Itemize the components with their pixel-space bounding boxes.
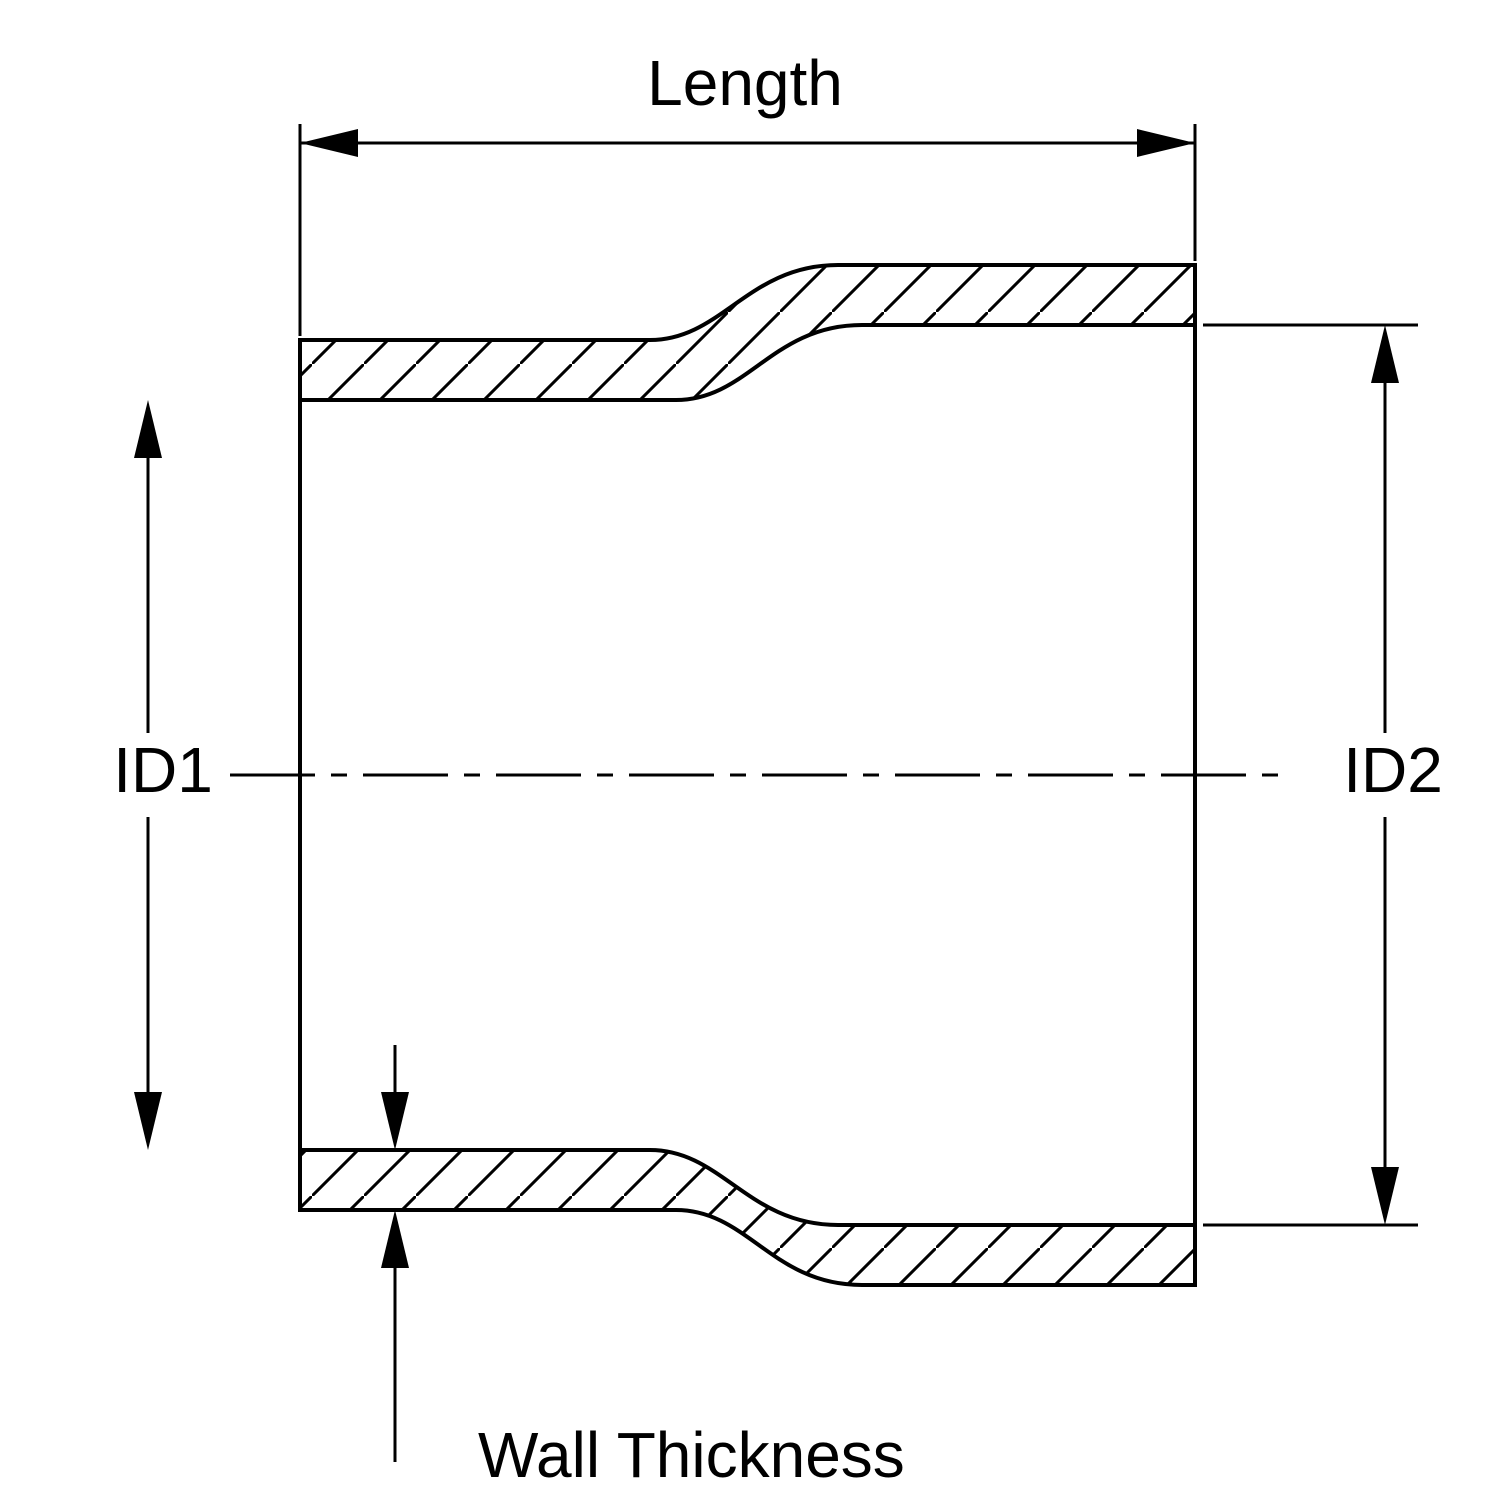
id1-arrow-down-icon: [134, 1092, 162, 1150]
length-label: Length: [647, 47, 843, 119]
length-arrow-left-icon: [300, 129, 358, 157]
wall-thickness-label: Wall Thickness: [478, 1419, 905, 1491]
id1-dimension: ID1: [113, 400, 213, 1150]
wall-thickness-dimension: Wall Thickness: [381, 1045, 905, 1491]
top-wall-hatched: [298, 263, 1197, 402]
id2-arrow-down-icon: [1371, 1167, 1399, 1225]
id2-dimension: ID2: [1203, 323, 1443, 1227]
length-arrow-right-icon: [1137, 129, 1195, 157]
id2-label: ID2: [1343, 734, 1443, 806]
id2-arrow-up-icon: [1371, 325, 1399, 383]
wall-thickness-arrow-up-icon: [381, 1210, 409, 1268]
id1-label: ID1: [113, 734, 213, 806]
length-dimension: Length: [298, 47, 1197, 336]
bottom-wall-hatched: [298, 1148, 1197, 1287]
id1-arrow-up-icon: [134, 400, 162, 458]
wall-thickness-arrow-down-icon: [381, 1092, 409, 1150]
